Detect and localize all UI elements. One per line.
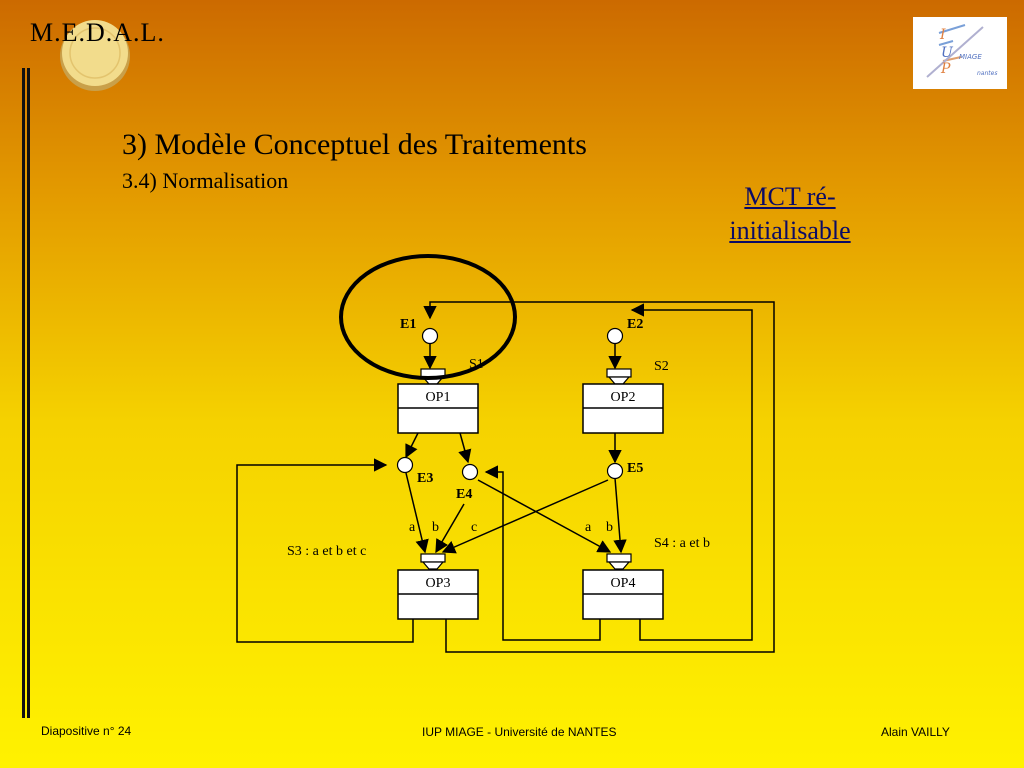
op3-label: OP3 <box>426 576 451 591</box>
event-e2-circle <box>606 327 624 345</box>
op4-label: OP4 <box>611 576 636 591</box>
footer-author: Alain VAILLY <box>881 725 950 739</box>
footer-institution: IUP MIAGE - Université de NANTES <box>422 725 617 739</box>
callout-mct-reinitialisable: MCT ré-initialisable <box>729 182 851 245</box>
iup-logo-icon: I U P MIAGE nantes <box>926 24 997 78</box>
arc-e5-op3 <box>441 479 609 554</box>
slide-subtitle: 3.4) Normalisation <box>122 168 289 193</box>
sync-s2 <box>606 368 632 378</box>
sync-s1-label: S1 <box>469 357 484 372</box>
sync-s3-label: S3 : a et b et c <box>287 544 366 559</box>
event-e4-circle <box>461 463 479 481</box>
event-e1-label: E1 <box>400 317 416 332</box>
arc-e4-op4 <box>477 479 612 553</box>
event-e4-label: E4 <box>456 487 472 502</box>
arc-label-a-op3: a <box>409 520 416 535</box>
svg-text:I: I <box>939 27 946 43</box>
arc-e5-op4 <box>613 477 627 554</box>
sync-s2-funnel <box>607 376 631 385</box>
op1-label: OP1 <box>426 390 451 405</box>
event-e5-label: E5 <box>627 461 643 476</box>
svg-text:U: U <box>941 45 954 61</box>
event-e2-label: E2 <box>627 317 643 332</box>
event-e3-circle <box>396 456 414 474</box>
svg-text:nantes: nantes <box>977 70 997 77</box>
sync-s4 <box>606 553 632 563</box>
arc-label-c-op3: c <box>471 520 477 535</box>
brand-title: M.E.D.A.L. <box>30 18 165 47</box>
loop-op3-e3 <box>236 458 414 643</box>
loop-op3-e1 <box>423 301 775 653</box>
loop-op4-e4 <box>484 465 601 641</box>
event-e3-label: E3 <box>417 471 433 486</box>
footer-slide-number: Diapositive n° 24 <box>41 724 132 738</box>
loop-op4-e2 <box>630 303 753 641</box>
sync-s3 <box>420 553 446 563</box>
sync-s2-label: S2 <box>654 359 669 374</box>
sync-s4-label: S4 : a et b <box>654 536 710 551</box>
svg-text:MIAGE: MIAGE <box>959 53 982 61</box>
svg-text:P: P <box>940 61 951 77</box>
arc-label-b-op4: b <box>606 520 613 535</box>
connectors <box>236 301 775 653</box>
arc-op1-e3 <box>405 432 419 459</box>
arc-e4-op3 <box>435 503 465 554</box>
left-rule-1 <box>22 68 25 718</box>
iup-miage-logo: I U P MIAGE nantes <box>913 17 1007 89</box>
arc-label-a-op4: a <box>585 520 592 535</box>
sync-s3-funnel <box>421 561 445 570</box>
sync-s4-funnel <box>607 561 631 570</box>
highlight-ellipse <box>339 254 517 380</box>
medal-disc-icon <box>60 20 130 91</box>
left-rule-2 <box>27 68 30 718</box>
op2-label: OP2 <box>611 390 636 405</box>
arc-op1-e4 <box>458 432 472 464</box>
arc-e3-op3 <box>405 472 429 554</box>
slide-title: 3) Modèle Conceptuel des Traitements <box>122 128 587 161</box>
event-e1-circle <box>421 327 439 345</box>
arc-label-b-op3: b <box>432 520 439 535</box>
event-e5-circle <box>606 462 624 480</box>
